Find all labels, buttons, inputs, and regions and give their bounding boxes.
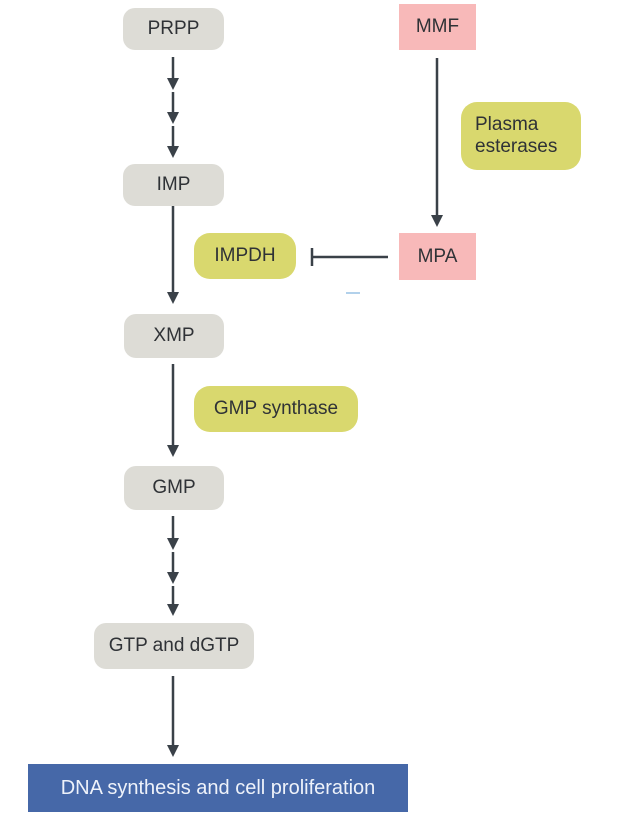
enzyme-gmp-synthase-label: GMP synthase xyxy=(213,398,339,420)
node-xmp: XMP xyxy=(124,314,224,358)
node-dna-synthesis-label: DNA synthesis and cell proliferation xyxy=(60,776,376,799)
node-mmf: MMF xyxy=(399,4,476,50)
artifact-mark xyxy=(346,292,360,294)
enzyme-impdh: IMPDH xyxy=(194,233,296,279)
node-imp: IMP xyxy=(123,164,224,206)
node-imp-label: IMP xyxy=(156,174,191,196)
node-prpp-label: PRPP xyxy=(147,18,200,40)
arrow-gmp-to-gtp xyxy=(167,516,179,616)
enzyme-gmp-synthase: GMP synthase xyxy=(194,386,358,432)
enzyme-plasma-esterases: Plasma esterases xyxy=(461,102,581,170)
node-gtp-dgtp-label: GTP and dGTP xyxy=(108,635,240,657)
enzyme-plasma-esterases-label: Plasma esterases xyxy=(475,114,558,157)
node-xmp-label: XMP xyxy=(153,325,195,347)
arrow-mmf-to-mpa xyxy=(431,58,443,227)
arrow-xmp-to-gmp xyxy=(167,364,179,457)
enzyme-impdh-label: IMPDH xyxy=(214,245,276,267)
node-dna-synthesis: DNA synthesis and cell proliferation xyxy=(28,764,408,812)
node-gmp: GMP xyxy=(124,466,224,510)
node-mmf-label: MMF xyxy=(415,16,460,38)
node-prpp: PRPP xyxy=(123,8,224,50)
arrow-imp-to-xmp xyxy=(167,206,179,304)
node-mpa: MPA xyxy=(399,233,476,280)
node-gmp-label: GMP xyxy=(152,477,196,499)
inhibition-mpa-to-impdh xyxy=(310,248,388,266)
arrow-gtp-to-dna xyxy=(167,676,179,757)
arrow-prpp-to-imp xyxy=(167,57,179,158)
node-gtp-dgtp: GTP and dGTP xyxy=(94,623,254,669)
node-mpa-label: MPA xyxy=(417,245,458,267)
